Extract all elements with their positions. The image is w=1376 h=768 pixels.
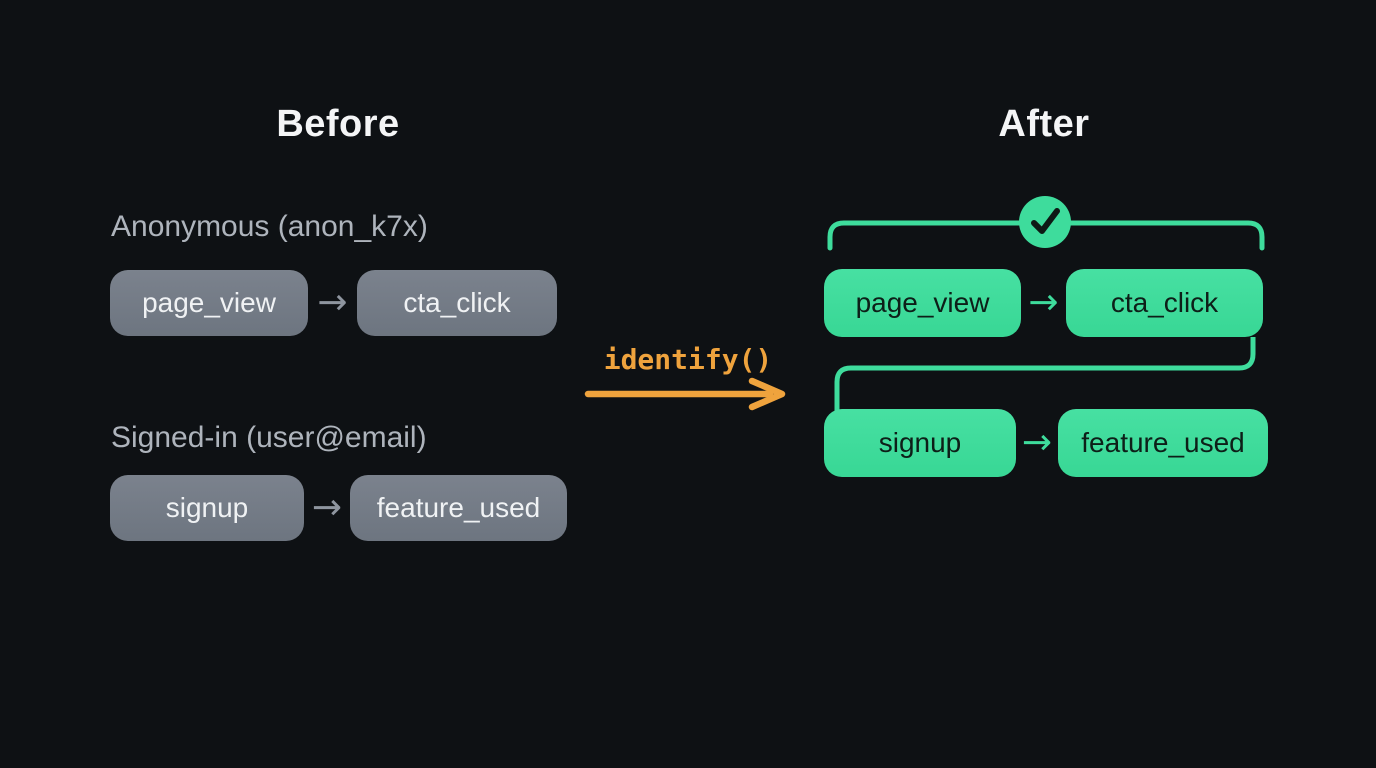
event-chip-page-view-before: page_view [110, 270, 308, 336]
after-title: After [998, 103, 1090, 145]
before-title: Before [276, 103, 400, 145]
event-chip-signup-before: signup [110, 475, 304, 541]
arrow-right-icon: → [317, 282, 348, 323]
merged-identity-check-badge [1019, 196, 1071, 248]
event-chip-feature-used-before: feature_used [350, 475, 567, 541]
signed-in-group-label: Signed-in (user@email) [111, 421, 427, 454]
check-icon [1031, 208, 1060, 234]
identify-code-label: identify() [603, 343, 773, 376]
anonymous-group-label: Anonymous (anon_k7x) [111, 210, 428, 243]
merge-connector-line [834, 337, 1256, 413]
event-chip-cta-click-before: cta_click [357, 270, 557, 336]
event-chip-page-view-after: page_view [824, 269, 1021, 337]
arrow-right-icon: → [1021, 422, 1053, 463]
arrow-right-icon: → [311, 487, 343, 528]
event-chip-feature-used-after: feature_used [1058, 409, 1268, 477]
event-chip-signup-after: signup [824, 409, 1016, 477]
arrow-right-icon: → [1028, 282, 1059, 323]
identify-arrow-icon [584, 377, 786, 411]
event-chip-cta-click-after: cta_click [1066, 269, 1263, 337]
